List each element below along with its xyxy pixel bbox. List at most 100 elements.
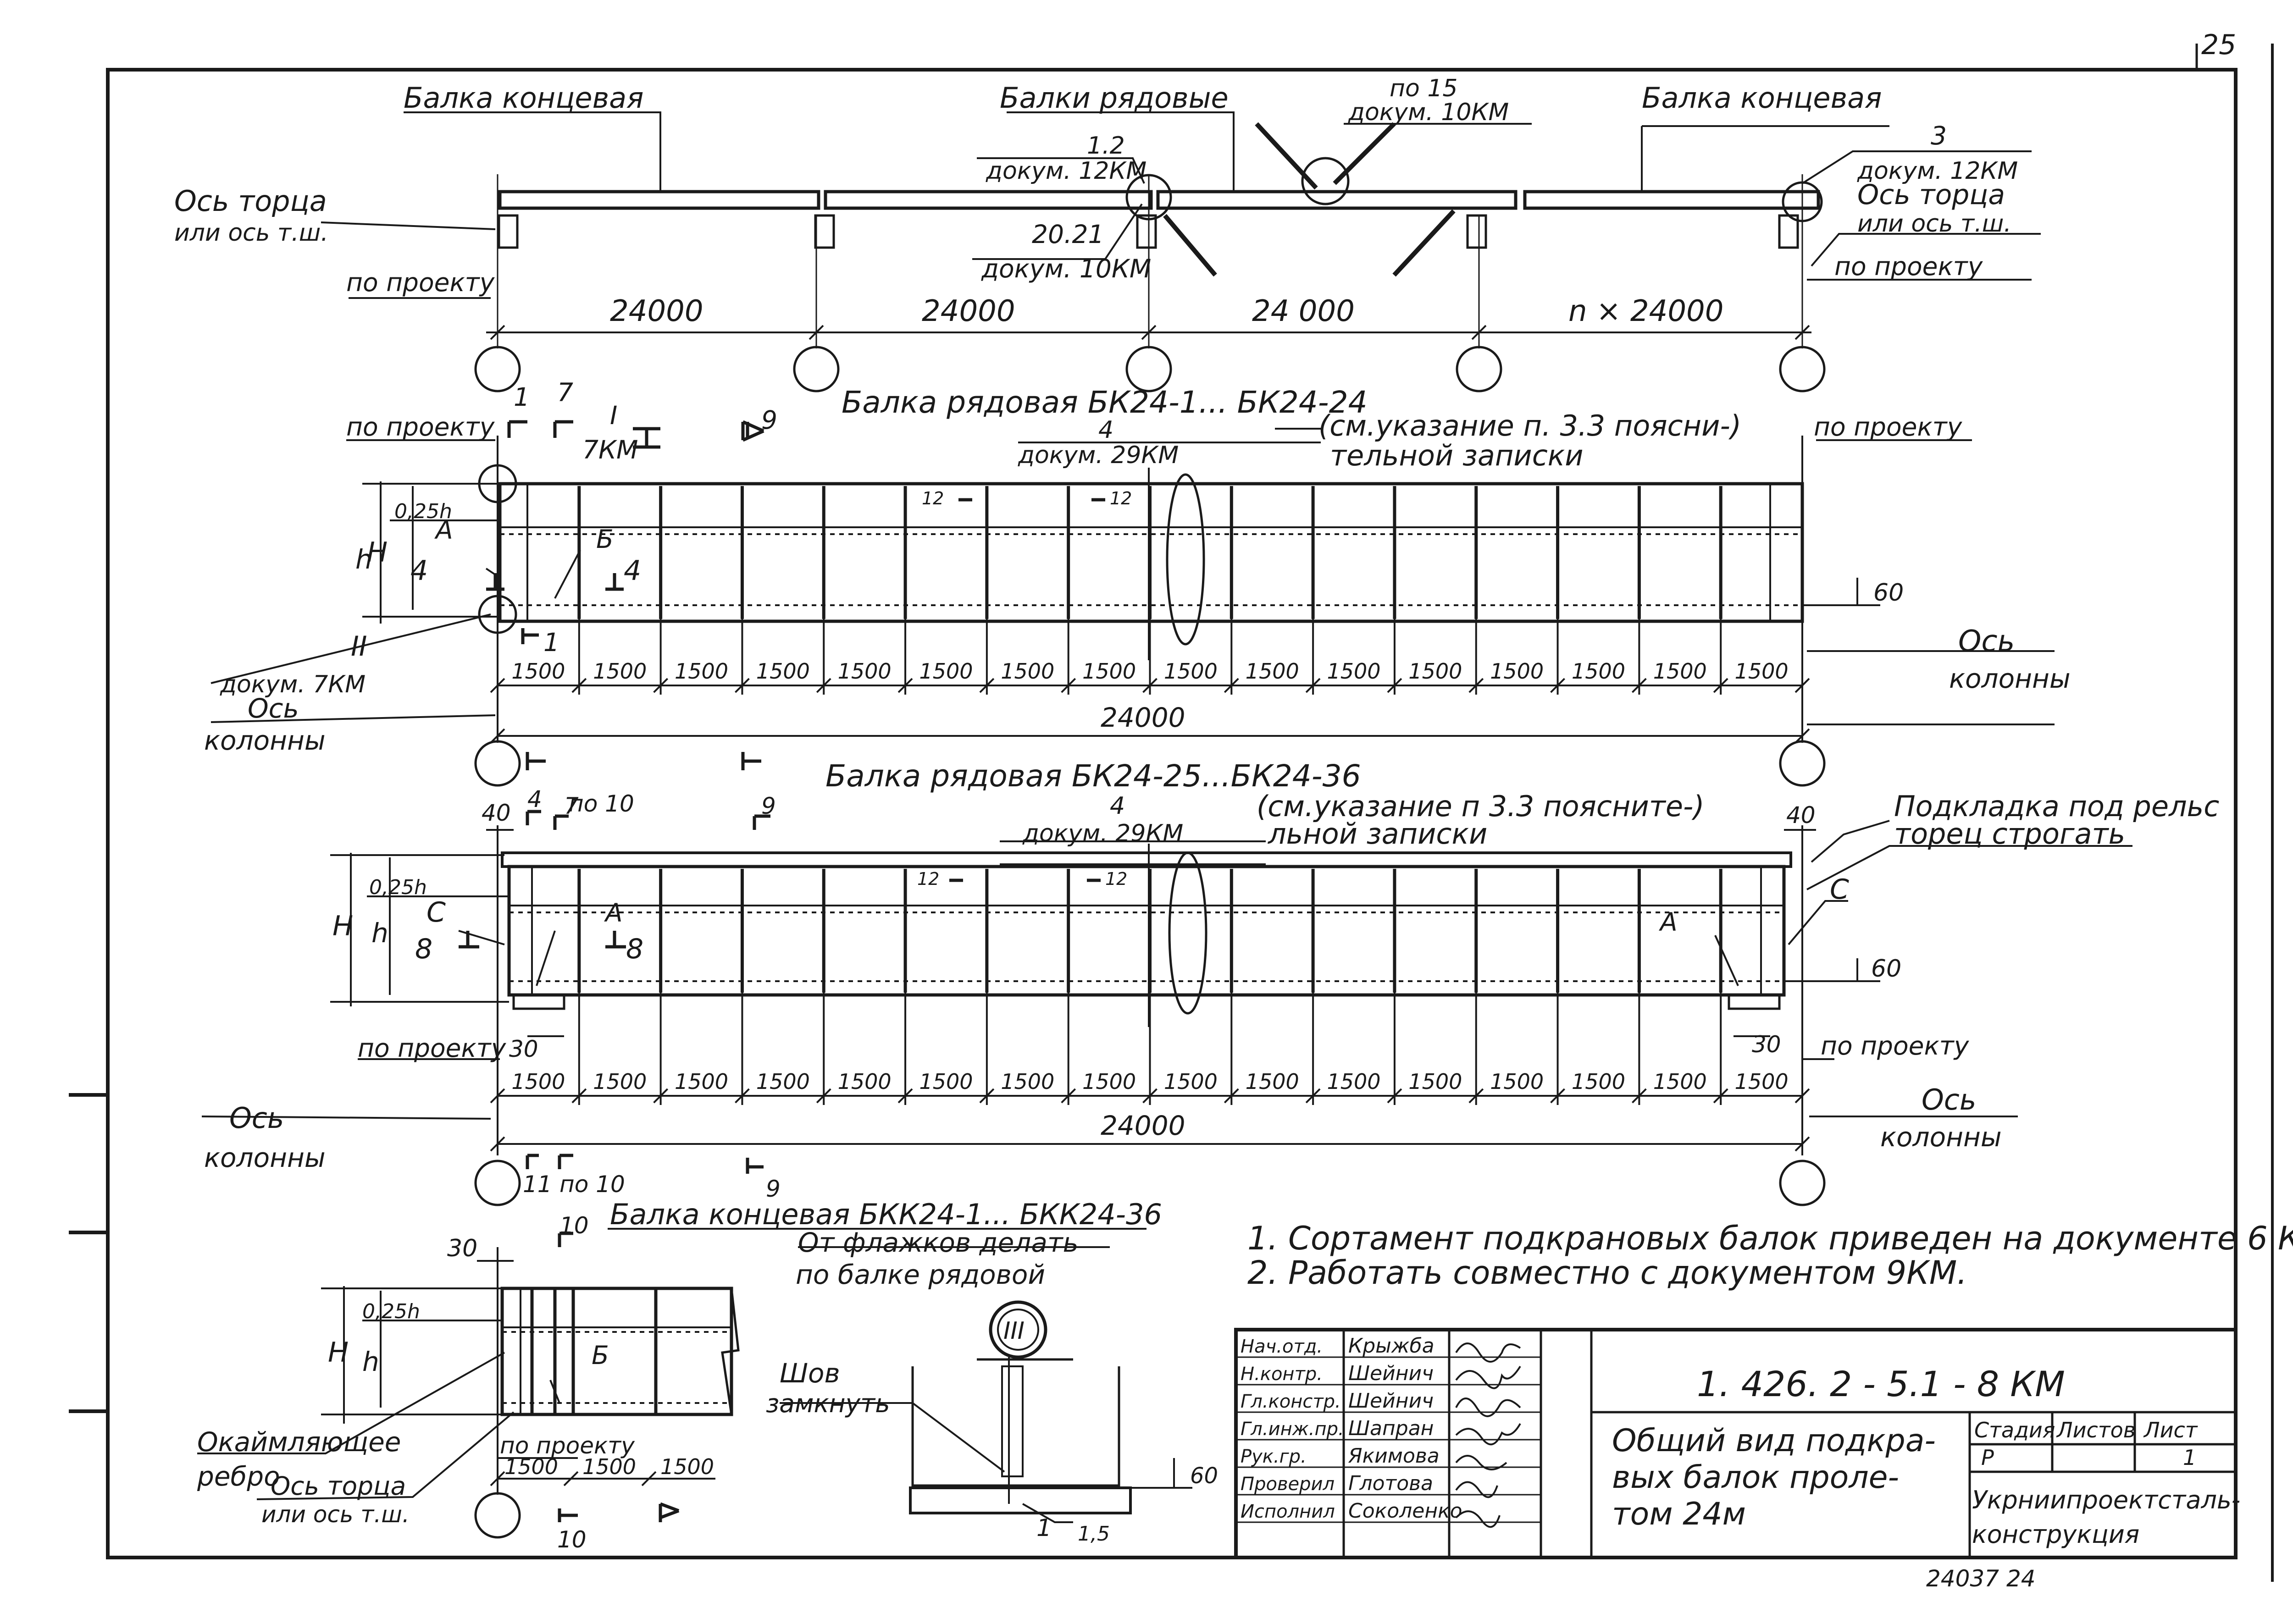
panel-dimension: 1500 — [1246, 659, 1299, 684]
detail-weld-size: 1 — [1036, 1514, 1052, 1542]
panel-dimension: 1500 — [1572, 659, 1625, 684]
beam3-H: H — [328, 1337, 349, 1369]
note-1: 1. Сортамент подкрановых балок приведен … — [1247, 1220, 2293, 1257]
beam2-po-proektu-right: по проекту — [1821, 1031, 1970, 1061]
dim-tick — [1061, 1088, 1076, 1104]
plan-axis-right-line2: или ось т.ш. — [1857, 210, 2011, 238]
plan-label-row: Балки рядовые — [1000, 81, 1229, 115]
beam2-h: h — [371, 917, 388, 949]
beam1-ref-4-bottom: докум. 29КМ — [1018, 442, 1179, 469]
beam2-section-9b: 9 — [766, 1176, 781, 1202]
stage-label: Стадия — [1974, 1418, 2055, 1442]
beam3-note-line1: От флажков делать — [798, 1227, 1079, 1258]
beam2-podkladka-line2: торец строгать — [1894, 817, 2125, 851]
panel-dimension: 1500 — [1082, 659, 1136, 684]
panel-dimension: 1500 — [756, 1069, 810, 1094]
beam2-dim-40b: 40 — [1786, 802, 1816, 829]
beam2-dim-30b: 30 — [1752, 1031, 1781, 1058]
beam1-dokum-7km: докум. 7КМ — [220, 671, 366, 698]
tb-name: Крыжба — [1348, 1334, 1435, 1358]
dim-tick — [1387, 678, 1402, 693]
tb-role: Гл.констр. — [1241, 1391, 1341, 1412]
dim-tick — [1224, 678, 1239, 693]
tb-role: Исполнил — [1241, 1501, 1335, 1522]
tb-name: Шейнич — [1348, 1362, 1434, 1385]
dim-tick — [1387, 1088, 1402, 1104]
beam2-H: H — [332, 910, 353, 942]
beam2-ref-4-top: 4 — [1110, 792, 1125, 820]
dim-tick — [1224, 1088, 1239, 1104]
panel-dimension: 1500 — [1001, 659, 1054, 684]
beam2-dim-12a: 12 — [917, 869, 939, 889]
beam1-note-line1: (см.указание п. 3.3 поясни-) — [1318, 409, 1741, 442]
dim-tick — [490, 678, 505, 693]
plan-label-end-left: Балка концевая — [404, 81, 643, 115]
dim-tick — [1713, 678, 1728, 693]
sheet-frame — [69, 44, 2274, 1582]
panel-dimension: 1500 — [593, 659, 647, 684]
panel-dimension: 1500 — [1082, 1069, 1136, 1094]
beam3-section-10a: 10 — [559, 1212, 589, 1239]
beam3-panel-2: 1500 — [582, 1454, 636, 1479]
beam3-h: h — [362, 1346, 379, 1377]
beam2-section-po10: по 10 — [569, 790, 634, 817]
beam3-label-B: Б — [592, 1341, 609, 1370]
plan-ref-12-bottom: докум. 12КМ — [986, 157, 1146, 185]
tb-role: Рук.гр. — [1241, 1446, 1307, 1467]
beam1-label-A: A — [434, 515, 453, 545]
beam1-section-4a: 4 — [410, 555, 428, 587]
plan-dim-1: 24000 — [610, 294, 703, 328]
beam3-title: Балка концевая БКК24-1... БКК24-36 — [610, 1198, 1162, 1231]
panel-dimension: 1500 — [1327, 659, 1380, 684]
sheet-number: 24037 24 — [1926, 1565, 2036, 1592]
detail-weld-leg: 1,5 — [1078, 1522, 1110, 1546]
beam3-edge-rib-line2: ребро — [197, 1461, 280, 1492]
tb-name: Шейнич — [1348, 1389, 1434, 1413]
dim-tick — [1305, 678, 1321, 693]
beam1-section-9: 9 — [761, 405, 777, 435]
dim-tick — [571, 678, 587, 693]
beam2-axis-right-line2: колонны — [1880, 1121, 2002, 1153]
beam1-section-4b: 4 — [624, 555, 641, 587]
beam-2-elevation: Балка рядовая БК24-25...БК24-36 (см.указ… — [201, 752, 2219, 1206]
beam1-axis-right-line2: колонны — [1949, 663, 2071, 694]
dim-tick — [490, 1088, 505, 1104]
beam2-title: Балка рядовая БК24-25...БК24-36 — [825, 758, 1361, 794]
beam1-axis-right-line1: Ось — [1958, 624, 2015, 658]
dim-tick — [1468, 1088, 1484, 1104]
note-2: 2. Работать совместно с документом 9КМ. — [1247, 1254, 1967, 1292]
tb-role: Нач.отд. — [1241, 1336, 1323, 1357]
dim-tick — [816, 678, 831, 693]
panel-dimension: 1500 — [1490, 659, 1544, 684]
panel-dimension: 1500 — [919, 659, 973, 684]
beam1-025h: 0,25h — [394, 500, 452, 523]
beam3-025h: 0,25h — [362, 1300, 420, 1323]
panel-dimension: 1500 — [1572, 1069, 1625, 1094]
dim-tick — [1550, 1088, 1565, 1104]
beam2-total: 24000 — [1101, 1110, 1185, 1141]
beam2-section-8b: 8 — [626, 933, 643, 965]
beam2-section-po10b: по 10 — [559, 1171, 625, 1198]
panel-dimension: 1500 — [675, 1069, 728, 1094]
sheet-label: Лист — [2143, 1418, 2198, 1442]
drawing-title-line2: вых балок проле- — [1612, 1459, 1899, 1496]
plan-dim-3: 24 000 — [1252, 294, 1355, 328]
drawing-code: 1. 426. 2 - 5.1 - 8 КМ — [1697, 1364, 2065, 1404]
beam1-axis-left-line1: Ось — [248, 693, 299, 724]
organization-line1: Укрниипроектсталь- — [1972, 1486, 2240, 1514]
dim-tick — [816, 1088, 831, 1104]
beam2-note-line2: льной записки — [1268, 817, 1487, 851]
beam2-axis-right-line1: Ось — [1922, 1083, 1976, 1116]
dim-tick — [1468, 678, 1484, 693]
stage-value: Р — [1981, 1445, 1994, 1470]
panel-dimension: 1500 — [756, 659, 810, 684]
beam2-dim-30a: 30 — [509, 1036, 538, 1062]
dim-tick — [897, 1088, 913, 1104]
beam2-section-7: 7 — [564, 793, 579, 819]
beam2-axis-left-line2: колонны — [204, 1142, 326, 1173]
beam2-dim-12b: 12 — [1105, 869, 1127, 889]
beam3-edge-rib-line1: Окаймляющее — [197, 1426, 401, 1458]
detail-weld-line1: Шов — [780, 1358, 840, 1389]
